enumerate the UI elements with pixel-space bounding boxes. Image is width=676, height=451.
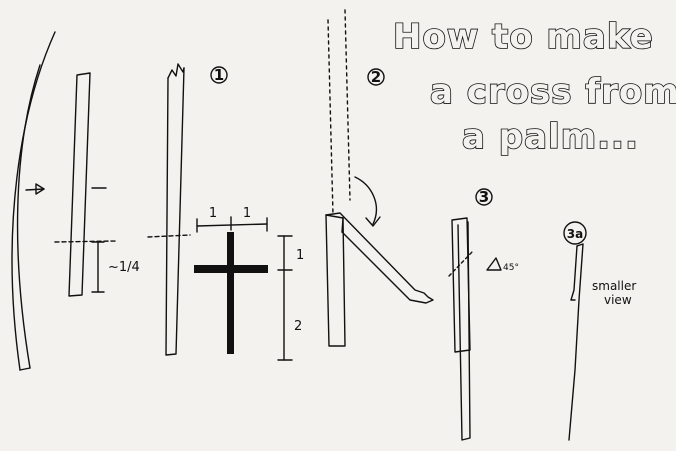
cross-shape bbox=[194, 232, 268, 354]
palm-strip-step3a bbox=[568, 243, 584, 441]
step3a-label: 3a bbox=[567, 227, 583, 241]
angle-marker bbox=[486, 257, 502, 271]
title-line-3: a palm... bbox=[462, 117, 639, 157]
cross-width-left: 1 bbox=[209, 206, 217, 221]
cross-height-dimension bbox=[277, 235, 293, 361]
step1-label: 1 bbox=[214, 66, 224, 84]
cross-width-dimension bbox=[196, 216, 268, 233]
curved-palm-frond bbox=[11, 31, 56, 371]
quarter-label: ~1/4 bbox=[108, 260, 140, 275]
step2-circle bbox=[367, 68, 385, 86]
fold-arrow bbox=[354, 176, 381, 227]
palm-strip-step3 bbox=[448, 217, 473, 441]
title-line-2: a cross from bbox=[430, 72, 676, 112]
arrow-to-strip bbox=[25, 183, 45, 195]
step3-label: 3 bbox=[479, 188, 489, 206]
angle-label: 45° bbox=[503, 263, 519, 273]
title-line-1: How to make bbox=[393, 17, 654, 57]
smaller-view-label-2: view bbox=[604, 293, 632, 307]
cross-height-bottom: 2 bbox=[294, 319, 302, 334]
step3a-circle bbox=[563, 221, 587, 245]
palm-strip-measure bbox=[54, 72, 117, 297]
palm-strip-step2 bbox=[325, 9, 434, 347]
cross-height-top: 1 bbox=[296, 248, 304, 263]
step2-label: 2 bbox=[371, 68, 381, 86]
palm-strip-step1 bbox=[147, 63, 191, 356]
step3-circle bbox=[475, 188, 493, 206]
smaller-view-label-1: smaller bbox=[592, 279, 636, 293]
step1-circle bbox=[210, 66, 228, 84]
cross-width-right: 1 bbox=[243, 206, 251, 221]
